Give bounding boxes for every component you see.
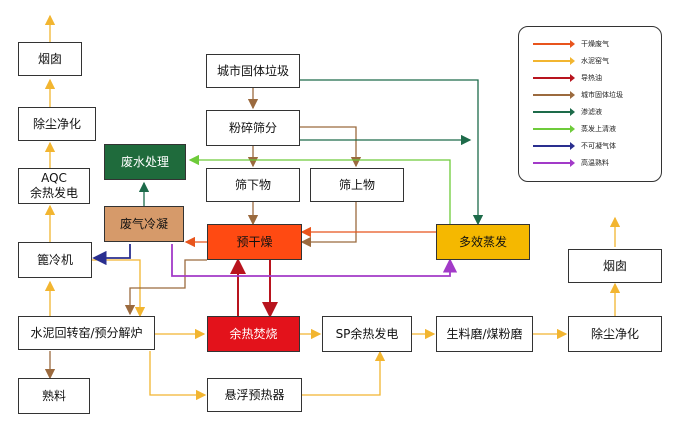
oversize-label: 筛上物 [338, 177, 375, 192]
undersize-box: 筛下物 [206, 168, 300, 202]
legend-label: 水泥窑气 [581, 57, 609, 65]
legend-swatch [533, 57, 575, 65]
wastewater-treatment-box: 废水处理 [104, 144, 186, 180]
grate-cooler-box: 篦冷机 [18, 242, 92, 278]
legend-swatch [533, 40, 575, 48]
raw-coal-mill-label: 生料磨/煤粉磨 [446, 326, 523, 341]
incinerator-label: 余热焚烧 [229, 326, 278, 341]
legend-label: 蒸发上清液 [581, 125, 616, 133]
msw-label: 城市固体垃圾 [216, 63, 289, 78]
legend-item: 蒸发上清液 [519, 122, 663, 136]
crush-screen-label: 粉碎筛分 [228, 120, 277, 135]
raw-coal-mill-box: 生料磨/煤粉磨 [436, 316, 533, 352]
legend-item: 导热油 [519, 71, 663, 85]
chimney-right-label: 烟囱 [602, 258, 627, 273]
legend-swatch [533, 91, 575, 99]
dust-removal-right-box: 除尘净化 [568, 316, 662, 352]
chimney-left-label: 烟囱 [37, 51, 62, 66]
cement-kiln-box: 水泥回转窑/预分解炉 [18, 316, 155, 350]
dust-removal-right-label: 除尘净化 [590, 326, 639, 341]
multi-effect-evaporation-box: 多效蒸发 [436, 224, 530, 260]
multi-effect-evaporation-label: 多效蒸发 [458, 234, 507, 249]
chimney-right-box: 烟囱 [568, 249, 662, 283]
legend-item: 高温熟料 [519, 156, 663, 170]
legend-item: 水泥窑气 [519, 54, 663, 68]
chimney-left-box: 烟囱 [18, 42, 82, 76]
legend-swatch [533, 108, 575, 116]
legend-item: 渗滤液 [519, 105, 663, 119]
incinerator-box: 余热焚烧 [207, 316, 300, 352]
legend-label: 导热油 [581, 74, 602, 82]
pre-drying-label: 预干燥 [236, 234, 273, 249]
oversize-box: 筛上物 [310, 168, 404, 202]
cement-kiln-label: 水泥回转窑/预分解炉 [30, 325, 143, 340]
wastewater-treatment-label: 废水处理 [120, 154, 169, 169]
gas-condensation-box: 废气冷凝 [104, 206, 184, 242]
clinker-label: 熟料 [41, 388, 66, 403]
legend-item: 不可凝气体 [519, 139, 663, 153]
legend-swatch [533, 142, 575, 150]
preheater-box: 悬浮预热器 [207, 378, 302, 412]
legend-swatch [533, 74, 575, 82]
clinker-box: 熟料 [18, 378, 90, 414]
legend-label: 高温熟料 [581, 159, 609, 167]
legend-item: 干燥废气 [519, 37, 663, 51]
legend-swatch [533, 159, 575, 167]
crush-screen-box: 粉碎筛分 [206, 110, 300, 146]
legend-label: 城市固体垃圾 [581, 91, 623, 99]
gas-condensation-label: 废气冷凝 [119, 216, 168, 231]
preheater-label: 悬浮预热器 [224, 387, 285, 402]
sp-power-box: SP余热发电 [322, 316, 412, 352]
aqc-power-box: AQC 余热发电 [18, 168, 90, 204]
msw-box: 城市固体垃圾 [206, 54, 300, 88]
legend-label: 渗滤液 [581, 108, 602, 116]
legend: 干燥废气 水泥窑气 导热油 城市固体垃圾 渗滤液 蒸发上清液 不可凝气体 高温熟… [518, 26, 662, 182]
aqc-power-label: AQC 余热发电 [29, 171, 78, 200]
legend-swatch [533, 125, 575, 133]
grate-cooler-label: 篦冷机 [36, 252, 73, 267]
legend-label: 干燥废气 [581, 40, 609, 48]
legend-label: 不可凝气体 [581, 142, 616, 150]
dust-removal-left-box: 除尘净化 [18, 107, 96, 141]
undersize-label: 筛下物 [234, 177, 271, 192]
legend-item: 城市固体垃圾 [519, 88, 663, 102]
pre-drying-box: 预干燥 [207, 224, 302, 260]
sp-power-label: SP余热发电 [335, 326, 399, 341]
dust-removal-left-label: 除尘净化 [32, 116, 81, 131]
